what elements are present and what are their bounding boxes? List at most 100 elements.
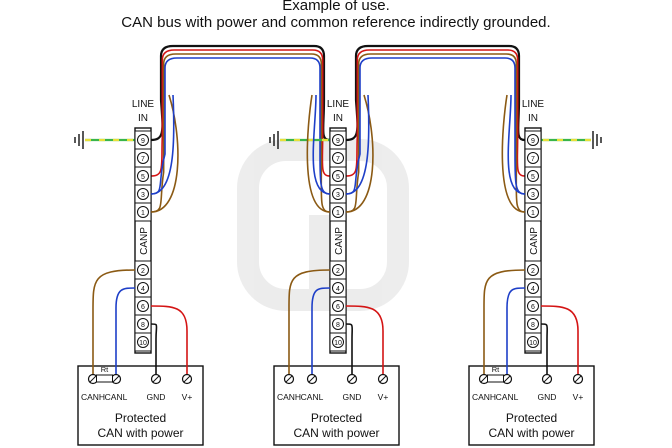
terminal-label-canl: CANL <box>301 392 324 402</box>
pin-7 <box>332 152 344 164</box>
terminal-screw <box>89 375 97 383</box>
pin-10 <box>332 336 344 348</box>
pin-9 <box>527 134 539 146</box>
pin-8-label: 8 <box>141 322 145 329</box>
pin-9-label: 9 <box>531 138 535 145</box>
pin-2-label: 2 <box>336 268 340 275</box>
device-label-line-1: Protected <box>115 411 166 425</box>
pin-1-label: 1 <box>141 210 145 217</box>
terminal-label-v+: V+ <box>573 392 584 402</box>
bus-wire-can-high <box>345 53 526 213</box>
pin-4 <box>137 282 149 294</box>
pin-2 <box>137 264 149 276</box>
pin-5-label: 5 <box>141 174 145 181</box>
wire-gnd <box>540 323 549 374</box>
wire-canh <box>288 269 331 374</box>
terminal-label-canl: CANL <box>496 392 519 402</box>
terminal-label-canh: CANH <box>81 392 105 402</box>
pin-7-label: 7 <box>336 156 340 163</box>
in-label: IN <box>138 113 148 124</box>
pin-6 <box>332 300 344 312</box>
ground-icon <box>74 131 84 149</box>
device-label-line-1: Protected <box>506 411 557 425</box>
line-label: LINE <box>132 99 155 110</box>
terminal-label-gnd: GND <box>147 392 166 402</box>
wire-power <box>540 305 579 374</box>
terminal-screw <box>480 375 488 383</box>
pin-6-label: 6 <box>141 304 145 311</box>
pin-3 <box>332 188 344 200</box>
pin-4-label: 4 <box>141 286 145 293</box>
pin-1-label: 1 <box>531 210 535 217</box>
device-label-line-2: CAN with power <box>97 426 183 440</box>
terminal-screw <box>348 375 356 383</box>
terminal-screw <box>112 375 120 383</box>
pin-8-label: 8 <box>531 322 535 329</box>
termination-resistor <box>487 374 504 383</box>
pin-7 <box>137 152 149 164</box>
pin-7-label: 7 <box>141 156 145 163</box>
wire-canh <box>92 269 136 374</box>
pin-10 <box>527 336 539 348</box>
device-label-line-2: CAN with power <box>293 426 379 440</box>
pin-9-label: 9 <box>336 138 340 145</box>
pin-3-label: 3 <box>141 192 145 199</box>
device-label-line-1: Protected <box>311 411 362 425</box>
pin-6 <box>137 300 149 312</box>
terminal-label-canh: CANH <box>277 392 301 402</box>
pin-2-label: 2 <box>531 268 535 275</box>
wire-gnd <box>345 323 354 374</box>
terminal-label-gnd: GND <box>538 392 557 402</box>
line-label: LINE <box>522 99 545 110</box>
pin-10 <box>137 336 149 348</box>
pin-7-label: 7 <box>531 156 535 163</box>
wire-canl <box>115 287 136 374</box>
pin-4-label: 4 <box>531 286 535 293</box>
terminal-screw <box>503 375 511 383</box>
pin-8 <box>332 318 344 330</box>
pin-5 <box>137 170 149 182</box>
pin-9 <box>137 134 149 146</box>
module-label: CANP <box>334 227 345 255</box>
pin-6 <box>527 300 539 312</box>
terminal-screw <box>379 375 387 383</box>
pin-2 <box>527 264 539 276</box>
loop-canl <box>312 94 331 195</box>
pin-10-label: 10 <box>139 340 147 347</box>
bus-wire-can-low <box>150 57 331 195</box>
bus-wire-ground-wire <box>345 44 526 142</box>
pin-4-label: 4 <box>336 286 340 293</box>
pin-4 <box>332 282 344 294</box>
pin-4 <box>527 282 539 294</box>
pin-2-label: 2 <box>141 268 145 275</box>
loop-canh <box>306 94 331 213</box>
pin-6-label: 6 <box>531 304 535 311</box>
terminal-screw <box>543 375 551 383</box>
ground-icon <box>269 131 279 149</box>
termination-resistor <box>96 374 113 383</box>
loop-canh <box>501 94 526 213</box>
module-label: CANP <box>139 227 150 255</box>
pin-6-label: 6 <box>336 304 340 311</box>
pin-9-label: 9 <box>141 138 145 145</box>
diagram-title-line-2: CAN bus with power and common reference … <box>121 14 551 31</box>
pin-2 <box>332 264 344 276</box>
pin-5 <box>332 170 344 182</box>
resistor-label: Rt <box>101 365 109 374</box>
pins: 9 7 5 3 1 2 4 6 8 10 <box>134 130 152 352</box>
terminal-screw <box>152 375 160 383</box>
pin-9 <box>332 134 344 146</box>
bus-wire-can-low <box>345 57 526 195</box>
bus-wire-power <box>345 49 526 177</box>
loop-canl-out <box>150 94 175 195</box>
pin-3 <box>527 188 539 200</box>
wire-gnd <box>150 323 158 374</box>
terminal-label-canl: CANL <box>105 392 128 402</box>
terminal-screw <box>574 375 582 383</box>
wire-power <box>150 305 188 374</box>
